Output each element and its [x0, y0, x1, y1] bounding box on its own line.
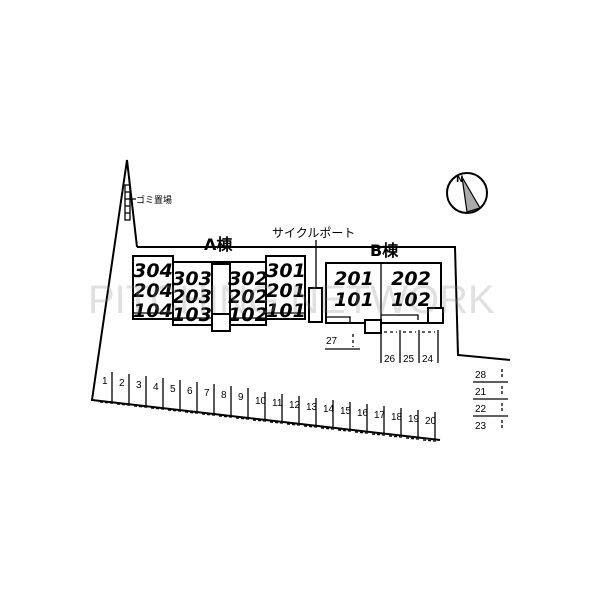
building-b [325, 262, 444, 334]
parking-space-9: 9 [238, 392, 244, 403]
cycle-port [308, 287, 323, 323]
unit-number: 304 [133, 260, 173, 282]
site-boundary-top [137, 246, 511, 361]
building-a [132, 255, 306, 332]
unit-number: 301 [266, 260, 306, 282]
parking-space-14: 14 [323, 404, 335, 415]
parking-space-26: 26 [384, 354, 396, 365]
unit-number: 302 [228, 268, 268, 290]
cycle-port-label: サイクルポート [272, 226, 355, 240]
parking-space-17: 17 [374, 410, 386, 421]
unit-number: 102 [228, 304, 268, 326]
site-boundary [90, 159, 441, 441]
parking-space-5: 5 [170, 384, 176, 395]
parking-space-2: 2 [119, 378, 125, 389]
unit-number: 101 [334, 289, 374, 311]
building-b-label: B棟 [370, 241, 399, 260]
parking-space-23: 23 [475, 421, 487, 432]
unit-number: 101 [266, 300, 306, 322]
parking-space-19: 19 [408, 414, 420, 425]
unit-number: 201 [266, 280, 306, 302]
parking-space-18: 18 [391, 412, 403, 423]
parking-space-22: 22 [475, 404, 487, 415]
unit-number: 202 [391, 268, 431, 290]
parking-space-27: 27 [326, 336, 338, 347]
parking-space-11: 11 [272, 398, 283, 409]
unit-number: 202 [228, 286, 268, 308]
unit-number: 103 [172, 304, 212, 326]
parking-space-13: 13 [306, 402, 318, 413]
unit-number: 102 [391, 289, 431, 311]
parking-space-7: 7 [204, 388, 210, 399]
parking-space-20: 20 [425, 416, 437, 427]
unit-number: 203 [172, 286, 212, 308]
unit-number: 303 [172, 268, 212, 290]
parking-space-12: 12 [289, 400, 301, 411]
unit-number: 104 [133, 300, 173, 322]
parking-space-3: 3 [136, 380, 142, 391]
parking-space-15: 15 [340, 406, 352, 417]
north-label: N [456, 175, 464, 185]
parking-space-6: 6 [187, 386, 193, 397]
parking-space-28: 28 [475, 370, 487, 381]
parking-space-16: 16 [357, 408, 369, 419]
parking-space-21: 21 [475, 387, 487, 398]
unit-number: 201 [334, 268, 374, 290]
unit-number: 204 [133, 280, 173, 302]
parking-space-25: 25 [403, 354, 415, 365]
garbage-area [124, 184, 131, 221]
parking-space-24: 24 [422, 354, 434, 365]
parking-space-4: 4 [153, 382, 159, 393]
parking-space-10: 10 [255, 396, 267, 407]
parking-space-8: 8 [221, 390, 227, 401]
north-compass-icon: N [446, 172, 488, 214]
parking-space-1: 1 [102, 376, 108, 387]
garbage-label: ゴミ置場 [136, 194, 172, 206]
building-a-label: A棟 [204, 235, 233, 254]
